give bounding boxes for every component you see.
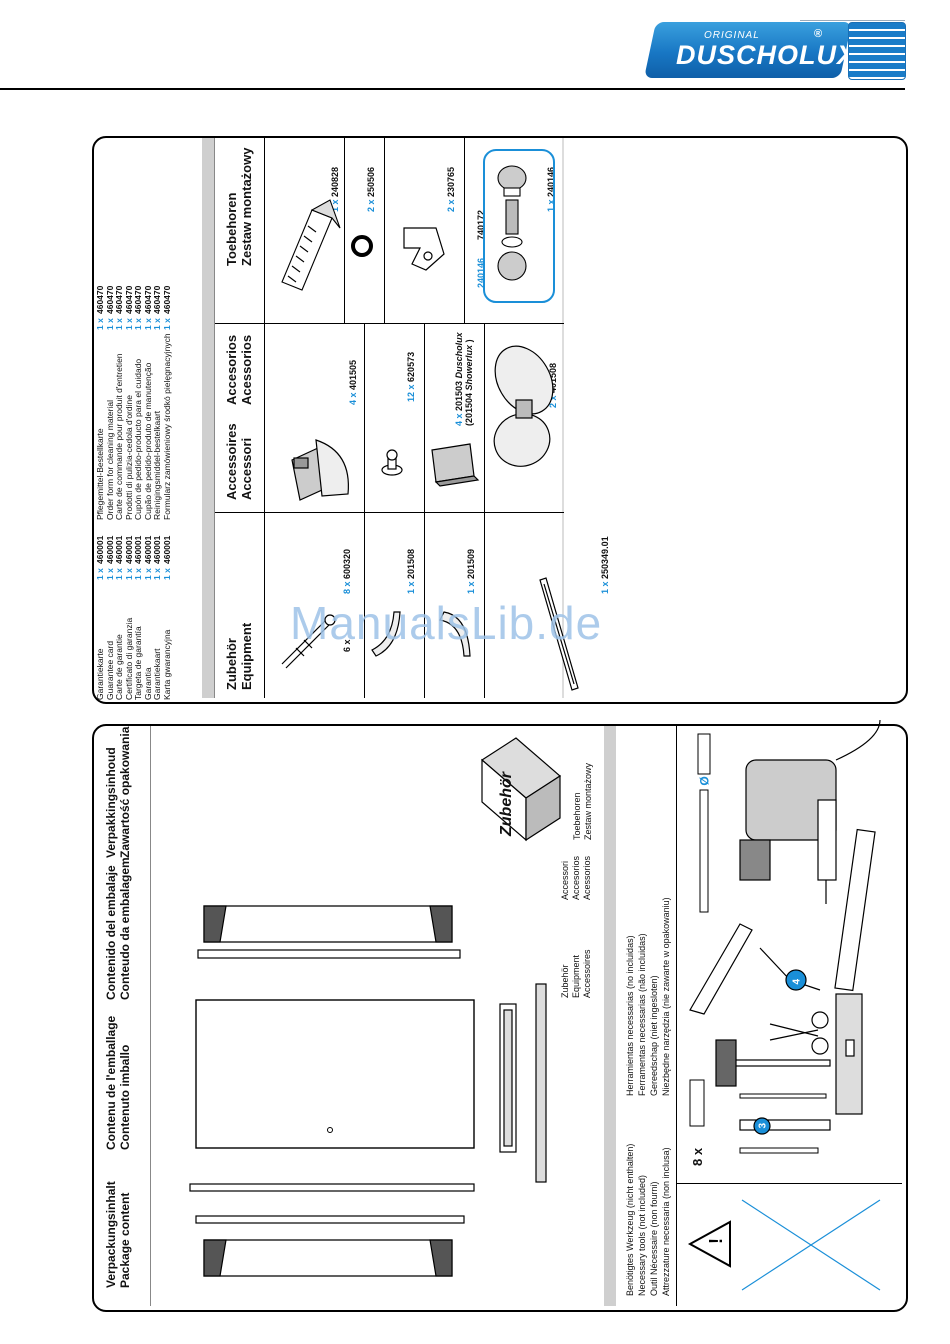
hammer-icon <box>715 1039 831 1087</box>
assembly-icon <box>497 165 527 281</box>
logo-top-line <box>800 20 905 21</box>
tools-divider-h <box>676 1183 902 1184</box>
caulk-gun-icon <box>817 799 837 904</box>
grid-v5 <box>364 323 365 513</box>
grid-v10 <box>464 138 465 324</box>
nail-icon <box>739 1093 827 1099</box>
bracket-icon <box>291 439 349 501</box>
grid-v2 <box>364 512 365 698</box>
parts-right-edge <box>562 138 564 698</box>
grid-v4 <box>484 512 485 698</box>
header-rule <box>0 88 905 90</box>
bottom-rail-icon <box>197 949 461 959</box>
grid-v9 <box>384 138 385 324</box>
tools-divider-v <box>676 726 677 1306</box>
spirit-level-icon <box>835 993 863 1115</box>
brand-logo: ORIGINAL DUSCHOLUX ® <box>668 28 855 74</box>
diameter-symbol: Ø <box>697 776 712 786</box>
logo-brand-text: DUSCHOLUX <box>676 40 857 70</box>
grid-v8 <box>344 138 345 324</box>
accessory-box-icon <box>481 737 561 842</box>
screwdriver-size: 3 <box>757 1122 769 1129</box>
drill-icon <box>739 719 881 881</box>
wrench-icon <box>689 923 753 1015</box>
pencil-icon <box>739 1147 819 1154</box>
grid-h2 <box>214 323 564 324</box>
parts-panel <box>92 136 908 704</box>
logo-stripes-icon <box>848 22 906 80</box>
knob-icon <box>381 449 403 476</box>
top-rail-icon <box>203 1239 453 1277</box>
ruler-icon <box>834 828 876 992</box>
rail-2-icon <box>195 1215 465 1224</box>
seal-b-icon <box>439 611 471 657</box>
tools-gray-separator <box>604 726 616 1306</box>
screwdriver-icon <box>739 1117 831 1135</box>
seal-a-icon <box>371 611 401 657</box>
profile-rail-icon <box>499 1003 517 1153</box>
profile-icon <box>539 577 579 691</box>
drill-bit-icon <box>699 789 709 913</box>
watermark: ManualsLib.de <box>290 597 603 649</box>
parts-gray-separator <box>202 138 214 698</box>
logo-original-text: ORIGINAL <box>704 30 760 41</box>
grid-h1 <box>214 512 564 513</box>
hinge-icon <box>493 345 554 467</box>
warning-icon: ! <box>687 1220 731 1268</box>
clip-icon <box>403 227 445 271</box>
grid-v0 <box>214 138 215 698</box>
box-label: Zubehör <box>498 772 515 836</box>
grid-v3 <box>424 512 425 698</box>
grid-v7 <box>484 323 485 513</box>
pad-icon <box>431 443 480 487</box>
scissors-icon <box>769 1011 829 1055</box>
rail-3-icon <box>189 1183 475 1192</box>
hex-key-size: 4 <box>791 978 803 985</box>
profile-rail-2-icon <box>535 983 547 1183</box>
assembly-frame <box>483 149 555 303</box>
dowel-icon <box>689 733 711 1127</box>
bottom-panel-icon <box>203 905 453 943</box>
logo-registered-mark: ® <box>814 28 823 40</box>
screw-icon <box>281 614 336 669</box>
grid-v1 <box>264 138 265 698</box>
svg-text:!: ! <box>706 1238 726 1244</box>
header-divider <box>150 726 151 1306</box>
hex-key-icon <box>759 947 821 991</box>
grid-v6 <box>424 323 425 513</box>
glass-panel-icon <box>195 999 475 1149</box>
no-cleaning-icon <box>741 1199 881 1291</box>
washer-icon <box>351 235 373 257</box>
comb-icon <box>281 199 341 291</box>
